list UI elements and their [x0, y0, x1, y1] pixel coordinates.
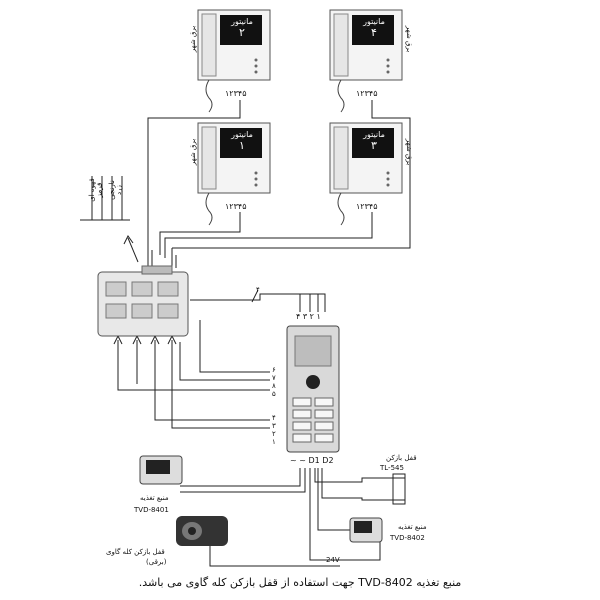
- monitor-1-number: ۱: [239, 139, 245, 152]
- doorknob-lock-note: (برقی): [146, 558, 167, 566]
- psu-8402: [349, 517, 383, 543]
- panel-pin-4: ۴: [272, 414, 276, 422]
- monitor-2-screen: مانیتور ۲: [223, 17, 261, 39]
- monitor-3-screen: مانیتور ۳: [355, 130, 393, 152]
- monitor-3-pins: ۱۲۳۴۵: [356, 202, 378, 211]
- monitor-2-power-label: برق شهر: [189, 25, 198, 53]
- door-panel: [286, 325, 340, 453]
- monitor-3-number: ۳: [371, 139, 377, 152]
- wire-monitor3: [164, 212, 373, 258]
- monitor-2-number: ۲: [239, 26, 245, 39]
- wire-monitor1: [159, 212, 241, 255]
- psu1-model: TVD-8401: [134, 506, 169, 514]
- panel-pin-5: ۵: [272, 390, 276, 398]
- monitor-4-power-label: برق شهر: [405, 25, 414, 53]
- monitor-1-power-label: برق شهر: [189, 138, 198, 166]
- doorknob-lock: [176, 516, 228, 546]
- monitor-2-pins: ۱۲۳۴۵: [225, 89, 247, 98]
- doorknob-lock-title: قفل بازکن کله گاوی: [106, 548, 165, 556]
- psu-8401: [139, 455, 183, 485]
- monitor-4-number: ۴: [371, 26, 377, 39]
- monitor-1-title: مانیتور: [231, 130, 253, 139]
- diagram-caption: منبع تغذیه TVD-8402 جهت استفاده از قفل ب…: [138, 576, 462, 589]
- monitor-1-screen: مانیتور ۱: [223, 130, 261, 152]
- monitor-4-pins: ۱۲۳۴۵: [356, 89, 378, 98]
- panel-bottom-pins: ~ ~ D1 D2: [290, 456, 334, 465]
- panel-top-pins: ۴ ۳ ۲ ۱: [296, 312, 321, 321]
- distribution-box: [97, 265, 189, 337]
- panel-pin-6: ۶: [272, 366, 276, 374]
- wire-monitor2: [147, 100, 241, 245]
- panel-pin-2: ۲: [272, 430, 276, 438]
- monitor-3-power-label: برق شهر: [405, 138, 414, 166]
- monitor-4-screen: مانیتور ۴: [355, 17, 393, 39]
- psu2-title: منبع تغذیه: [398, 523, 427, 531]
- monitor-2-title: مانیتور: [231, 17, 253, 26]
- voltage-label: 24V: [326, 556, 340, 564]
- psu2-model: TVD-8402: [390, 534, 425, 542]
- monitor-1-pins: ۱۲۳۴۵: [225, 202, 247, 211]
- panel-pin-8: ۸: [272, 382, 276, 390]
- lock-electric-title: قفل بازکن: [386, 454, 417, 462]
- monitor-4-title: مانیتور: [363, 17, 385, 26]
- psu1-title: منبع تغذیه: [140, 494, 169, 502]
- panel-pin-1: ۱: [272, 438, 276, 446]
- panel-pin-7: ۷: [272, 374, 276, 382]
- wire-label-red: قرمز: [95, 182, 104, 198]
- lock-electric-model: TL-545: [380, 464, 404, 472]
- bus-count-label: ۴: [256, 286, 260, 294]
- panel-pin-3: ۳: [272, 422, 276, 430]
- monitor-3-title: مانیتور: [363, 130, 385, 139]
- wire-label-yellow: زرد: [114, 185, 123, 195]
- wire-monitor4: [172, 100, 411, 249]
